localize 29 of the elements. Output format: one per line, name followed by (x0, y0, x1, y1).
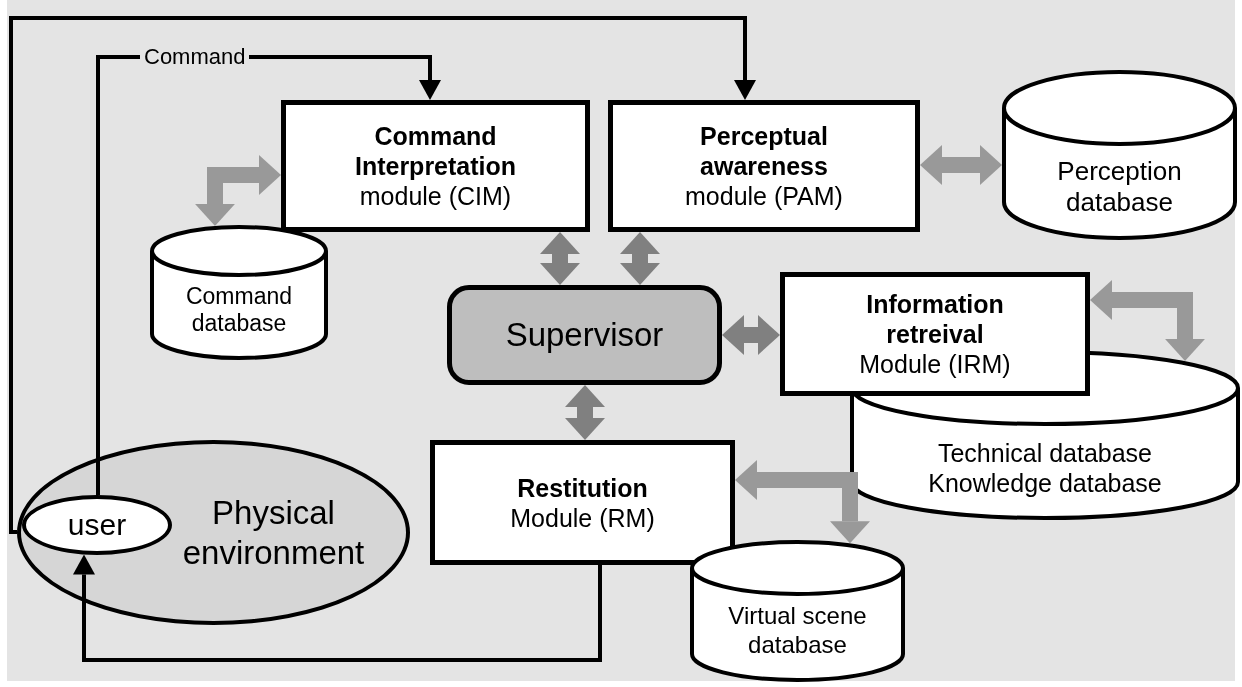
module-box (430, 440, 735, 565)
block-arrow (735, 460, 870, 544)
node-label: module (CIM) (359, 181, 512, 211)
block-arrow (620, 232, 660, 285)
module-box (608, 100, 920, 232)
block-arrow (722, 315, 780, 355)
module-box (281, 100, 590, 232)
node-label: Supervisor (505, 315, 664, 355)
node-label: Physical environment (181, 492, 366, 573)
node-label: Virtual scene database (727, 602, 868, 661)
node-label: Perception database (1056, 155, 1183, 219)
node-label: Technical database Knowledge database (927, 438, 1163, 499)
node-label: user (67, 507, 127, 543)
node-label: Module (RM) (510, 502, 655, 533)
block-arrow (1090, 280, 1205, 361)
node-title: Information retreival (865, 289, 1005, 349)
node-label: Module (IRM) (859, 349, 1011, 379)
arrow (73, 554, 602, 662)
arrow (9, 16, 756, 534)
module-box (780, 272, 1090, 396)
block-arrow (540, 232, 580, 285)
supervisor-box (447, 285, 722, 385)
block-arrow (195, 155, 281, 226)
user-ellipse (22, 495, 172, 555)
node-label: Command database (184, 282, 294, 339)
block-arrow (920, 145, 1002, 185)
block-arrow (565, 385, 605, 440)
node-label: module (PAM) (685, 181, 843, 211)
node-title: Restitution (517, 472, 648, 503)
